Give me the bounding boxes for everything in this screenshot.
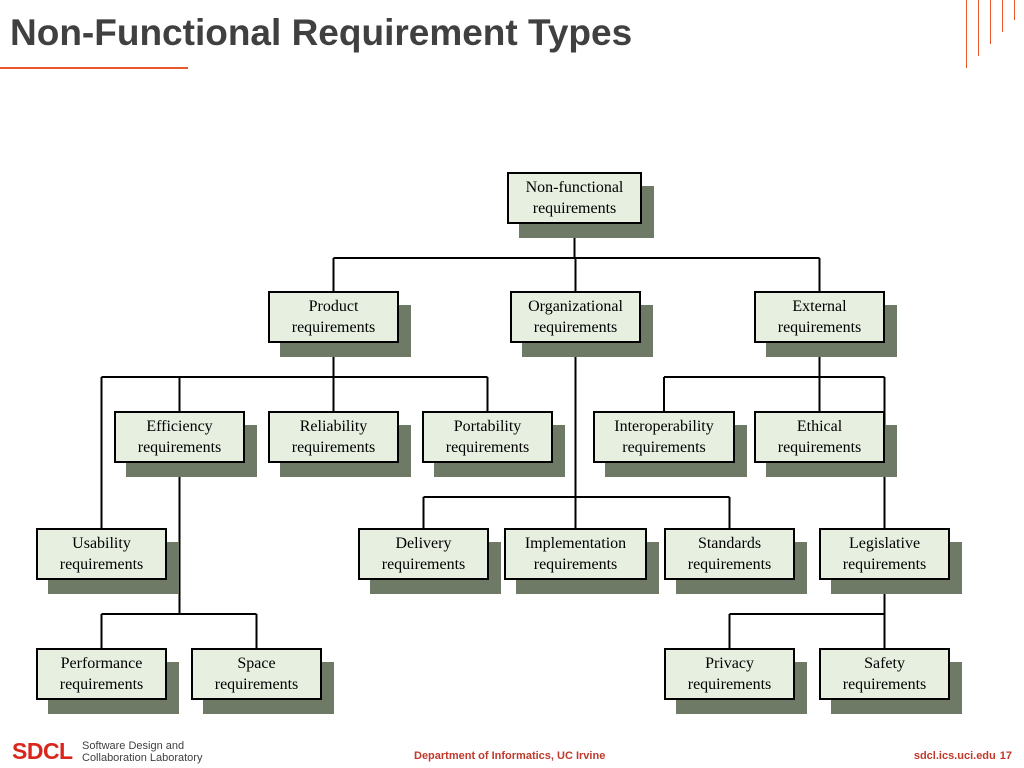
node-label-line: requirements: [137, 439, 222, 456]
node-label-line: requirements: [59, 556, 144, 573]
node-label-line: Portability: [453, 418, 522, 435]
node-label-line: Safety: [864, 655, 905, 672]
node-reliability: Reliability requirements: [268, 411, 399, 463]
node-label-line: Usability: [72, 535, 131, 552]
node-usability: Usability requirements: [36, 528, 167, 580]
node-nonfunctional: Non-functional requirements: [507, 172, 642, 224]
node-safety: Safety requirements: [819, 648, 950, 700]
slide-title: Non-Functional Requirement Types: [10, 12, 633, 53]
corner-decoration-line: [966, 0, 967, 68]
logo-subtitle-line: Software Design and: [82, 740, 185, 752]
node-label-line: requirements: [842, 676, 927, 693]
node-label-line: Organizational: [528, 298, 623, 315]
node-label-line: Interoperability: [614, 418, 714, 435]
node-label-line: requirements: [533, 556, 618, 573]
node-label-line: requirements: [687, 676, 772, 693]
node-label-line: requirements: [687, 556, 772, 573]
title-underline: [0, 67, 188, 69]
node-label-line: requirements: [842, 556, 927, 573]
node-label-line: requirements: [445, 439, 530, 456]
node-implementation: Implementation requirements: [504, 528, 647, 580]
node-label-line: Product: [308, 298, 359, 315]
node-performance: Performance requirements: [36, 648, 167, 700]
node-label-line: requirements: [291, 319, 376, 336]
node-label-line: Performance: [60, 655, 143, 672]
node-organizational: Organizational requirements: [510, 291, 641, 343]
sdcl-logo: SDCL: [12, 738, 73, 764]
node-ethical: Ethical requirements: [754, 411, 885, 463]
node-label-line: Standards: [697, 535, 762, 552]
node-label-line: requirements: [777, 439, 862, 456]
node-label-line: Legislative: [848, 535, 921, 552]
node-label-line: Space: [237, 655, 276, 672]
node-label-line: Reliability: [299, 418, 368, 435]
node-label-line: Privacy: [705, 655, 754, 672]
node-external: External requirements: [754, 291, 885, 343]
logo-subtitle-line: Collaboration Laboratory: [82, 752, 203, 764]
department-label: Department of Informatics, UC Irvine: [414, 750, 606, 762]
corner-decoration-line: [978, 0, 979, 56]
node-label-line: External: [792, 298, 847, 315]
node-legislative: Legislative requirements: [819, 528, 950, 580]
node-label-line: Implementation: [524, 535, 627, 552]
node-label-line: requirements: [214, 676, 299, 693]
corner-decoration-line: [990, 0, 991, 44]
node-label-line: Ethical: [796, 418, 843, 435]
node-label-line: Delivery: [395, 535, 452, 552]
node-label-line: Efficiency: [146, 418, 213, 435]
node-product: Product requirements: [268, 291, 399, 343]
node-label-line: requirements: [59, 676, 144, 693]
node-privacy: Privacy requirements: [664, 648, 795, 700]
node-efficiency: Efficiency requirements: [114, 411, 245, 463]
node-label-line: requirements: [291, 439, 376, 456]
node-label-line: requirements: [533, 319, 618, 336]
sdcl-logo-subtitle: Software Design and Collaboration Labora…: [82, 740, 202, 764]
corner-decoration-line: [1014, 0, 1015, 20]
page-number: 17: [999, 750, 1012, 762]
node-portability: Portability requirements: [422, 411, 553, 463]
node-space: Space requirements: [191, 648, 322, 700]
node-interoperability: Interoperability requirements: [593, 411, 735, 463]
node-label-line: requirements: [532, 200, 617, 217]
node-label-line: requirements: [622, 439, 706, 456]
corner-decoration-line: [1002, 0, 1003, 32]
node-label-line: requirements: [777, 319, 862, 336]
node-standards: Standards requirements: [664, 528, 795, 580]
site-url: sdcl.ics.uci.edu: [913, 750, 996, 762]
node-delivery: Delivery requirements: [358, 528, 489, 580]
node-label-line: requirements: [381, 556, 466, 573]
node-label-line: Non-functional: [525, 179, 624, 196]
